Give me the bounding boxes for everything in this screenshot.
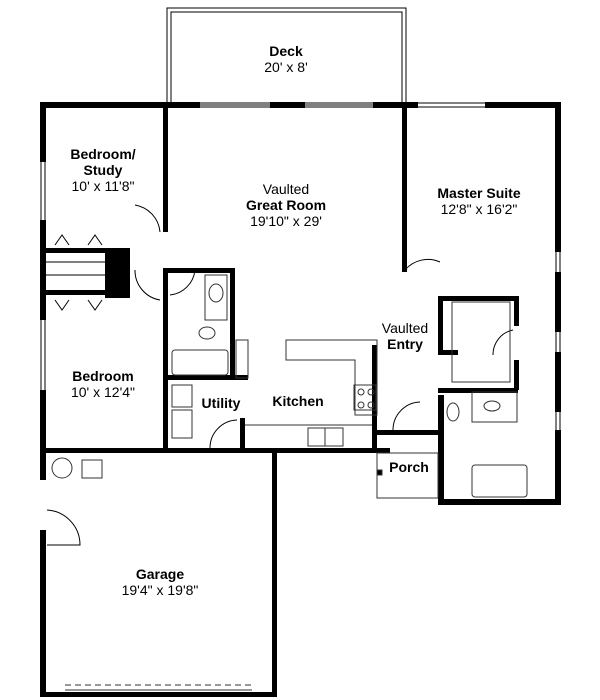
closet-doors <box>46 234 105 311</box>
windows <box>40 102 561 430</box>
room-label-great-room: Vaulted Great Room 19'10" x 29' <box>246 181 326 229</box>
room-name: Porch <box>389 459 429 475</box>
room-label-bedroom-study: Bedroom/ Study 10' x 11'8" <box>70 146 135 194</box>
room-name: Kitchen <box>272 393 324 409</box>
room-name: Bedroom <box>72 368 134 384</box>
room-label-kitchen: Kitchen <box>272 393 323 409</box>
room-name: Utility <box>201 395 241 411</box>
room-name: Garage <box>135 566 185 582</box>
room-label-garage: Garage 19'4" x 19'8" <box>122 566 199 598</box>
room-label-master-suite: Master Suite 12'8" x 16'2" <box>437 185 520 217</box>
room-name: Master Suite <box>437 185 521 201</box>
interior-walls <box>40 102 519 453</box>
room-dims: 19'4" x 19'8" <box>121 582 199 599</box>
doors <box>46 204 514 546</box>
room-name-2: Study <box>83 162 123 179</box>
room-label-entry: Vaulted Entry <box>382 320 428 352</box>
room-name: Great Room <box>245 197 327 214</box>
room-label-utility: Utility <box>202 395 241 411</box>
room-name: Bedroom/ <box>70 146 136 162</box>
room-prefix: Vaulted <box>381 320 429 336</box>
room-label-deck: Deck 20' x 8' <box>264 43 307 75</box>
room-label-porch: Porch <box>389 459 429 475</box>
room-dims: 12'8" x 16'2" <box>440 201 518 218</box>
room-name: Deck <box>269 43 303 59</box>
room-name: Entry <box>387 336 423 353</box>
fixtures <box>51 274 528 691</box>
room-dims: 19'10" x 29' <box>250 213 322 230</box>
room-dims: 10' x 12'4" <box>70 384 136 401</box>
room-prefix: Vaulted <box>262 181 310 197</box>
room-dims: 20' x 8' <box>264 59 308 76</box>
room-dims: 10' x 11'8" <box>71 178 135 195</box>
room-label-bedroom: Bedroom 10' x 12'4" <box>71 368 135 400</box>
exterior-walls <box>40 102 561 697</box>
